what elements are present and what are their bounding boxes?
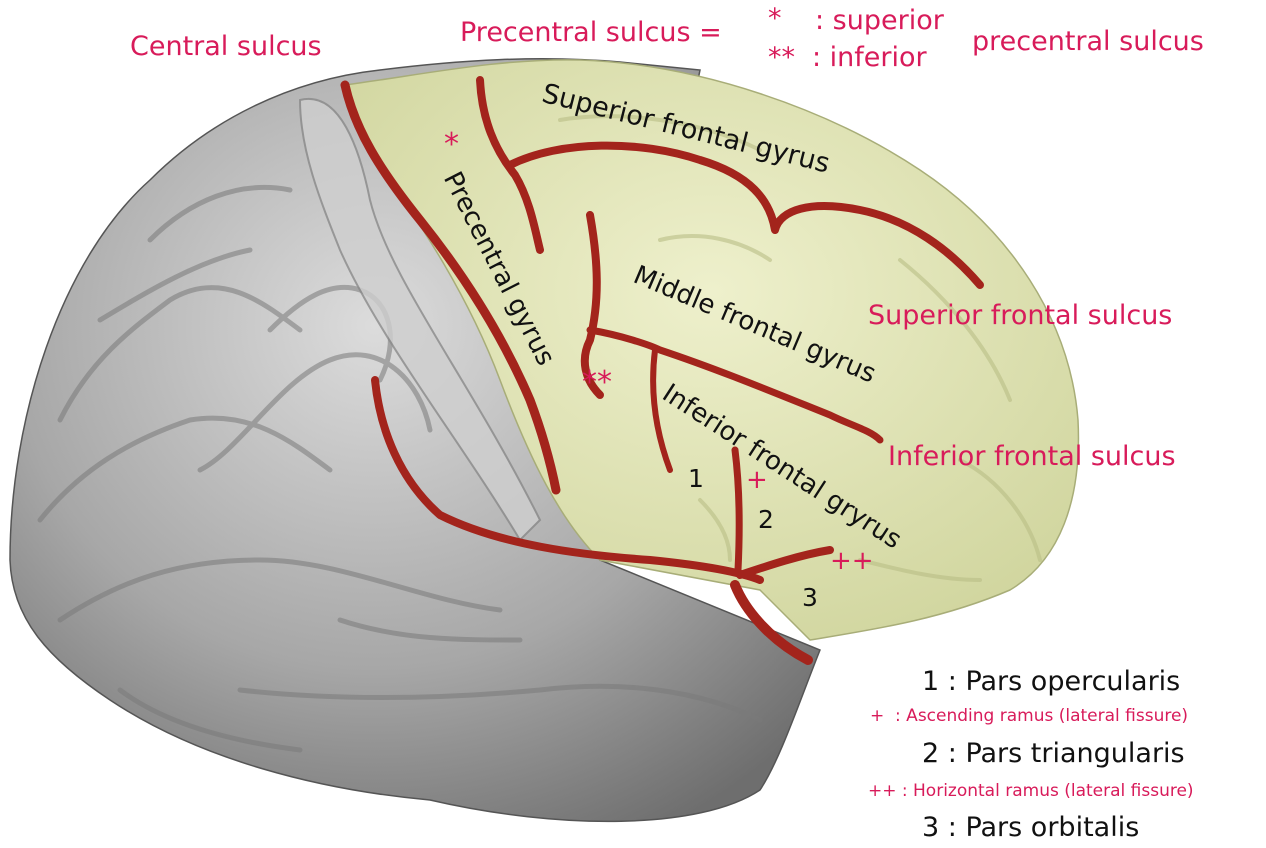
legend-item-1: 1 : Pars opercularis bbox=[922, 666, 1181, 697]
marker-number-2: 2 bbox=[758, 505, 774, 534]
legend-plusplus-note: ++ : Horizontal ramus (lateral fissure) bbox=[868, 781, 1194, 801]
posterior-gyri-folds bbox=[37, 184, 763, 753]
superior-frontal-sulcus-line bbox=[506, 141, 984, 289]
inferior-frontal-sulcus-label: Inferior frontal sulcus bbox=[888, 441, 1176, 472]
marker-number-1: 1 bbox=[688, 464, 704, 493]
postcentral-gyrus bbox=[298, 97, 542, 542]
central-sulcus-line bbox=[340, 80, 561, 495]
inferior-frontal-sulcus-line bbox=[586, 326, 884, 444]
ifg-sulcus-branch bbox=[650, 347, 673, 473]
precentral-sulcus-tail-label: precentral sulcus bbox=[972, 26, 1204, 57]
inferior-suffix-label: : inferior bbox=[812, 42, 927, 73]
marker-plus: + bbox=[746, 465, 768, 495]
marker-plus-plus: ++ bbox=[830, 546, 874, 576]
marker-single-star: * bbox=[444, 127, 459, 162]
precentral-sulcus-label: Precentral sulcus = bbox=[460, 17, 722, 48]
lateral-fissure bbox=[371, 376, 764, 584]
legend-item-3: 3 : Pars orbitalis bbox=[922, 812, 1140, 843]
legend-star-double: ** bbox=[768, 42, 795, 73]
orbital-sulcus bbox=[730, 580, 813, 665]
central-sulcus-label: Central sulcus bbox=[130, 31, 322, 62]
marker-number-3: 3 bbox=[802, 583, 818, 612]
superior-suffix-label: : superior bbox=[815, 5, 944, 36]
frontal-folds bbox=[558, 114, 1042, 582]
inferior-precentral-sulcus bbox=[580, 211, 604, 399]
sulci bbox=[340, 76, 984, 665]
legend-plus-note: + : Ascending ramus (lateral fissure) bbox=[870, 706, 1189, 726]
superior-frontal-sulcus-label: Superior frontal sulcus bbox=[868, 300, 1173, 331]
horizontal-ramus bbox=[736, 546, 834, 579]
marker-double-star: ** bbox=[582, 365, 612, 400]
legend-star-single: * bbox=[768, 3, 782, 34]
legend-item-2: 2 : Pars triangularis bbox=[922, 738, 1185, 769]
ascending-ramus bbox=[731, 446, 743, 574]
superior-precentral-sulcus bbox=[476, 76, 544, 254]
